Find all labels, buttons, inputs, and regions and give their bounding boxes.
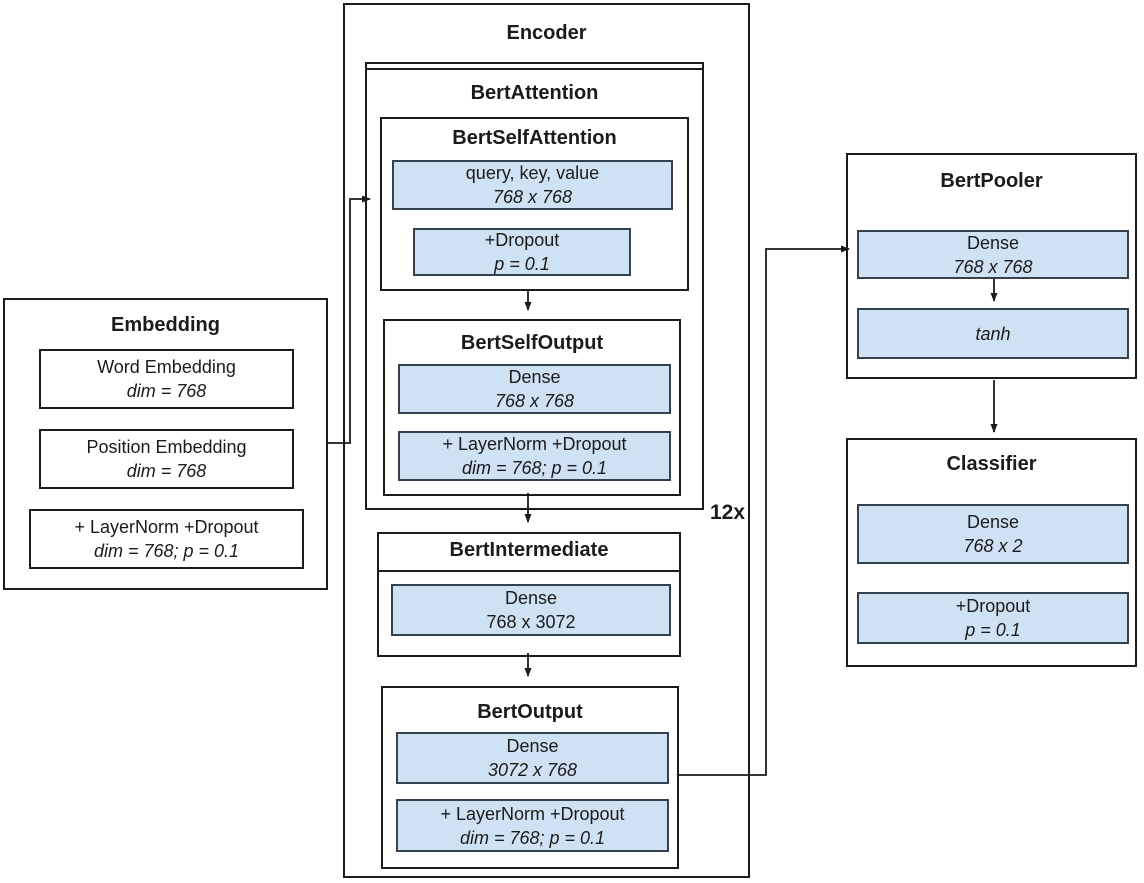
embedding-layernorm-params: dim = 768; p = 0.1 <box>93 541 240 561</box>
bert-output-title: BertOutput <box>477 701 583 723</box>
bert-self-output-box: BertSelfOutput Dense 768 x 768 + LayerNo… <box>383 319 681 496</box>
bert-self-attention-box: BertSelfAttention query, key, value 768 … <box>380 117 689 291</box>
classifier-dropout-node: +Dropout p = 0.1 <box>857 592 1129 644</box>
embedding-layernorm-label: + LayerNorm +Dropout <box>74 517 259 537</box>
classifier-dropout-label: +Dropout <box>955 596 1031 616</box>
bert-intermediate-title: BertIntermediate <box>449 539 609 561</box>
qkv-shape: 768 x 768 <box>492 187 573 207</box>
bert-self-attention-title: BertSelfAttention <box>452 127 617 149</box>
self-output-dense-node: Dense 768 x 768 <box>398 364 671 414</box>
pooler-dense-shape: 768 x 768 <box>953 256 1033 277</box>
bert-attention-title: BertAttention <box>470 82 599 104</box>
bert-intermediate-title-bar: BertIntermediate <box>379 534 679 572</box>
bert-output-box: BertOutput Dense 3072 x 768 + LayerNorm … <box>381 686 679 869</box>
word-embedding-dim: dim = 768 <box>126 381 207 401</box>
intermediate-dense-shape: 768 x 3072 <box>486 612 576 632</box>
position-embedding-label: Position Embedding <box>86 437 247 457</box>
bert-self-output-title: BertSelfOutput <box>460 332 604 354</box>
classifier-dense-label: Dense <box>966 512 1020 532</box>
output-dense-label: Dense <box>506 736 559 756</box>
bert-intermediate-box: BertIntermediate Dense 768 x 3072 <box>377 532 681 657</box>
bert-pooler-title: BertPooler <box>940 170 1043 192</box>
self-output-layernorm-params: dim = 768; p = 0.1 <box>461 458 608 478</box>
classifier-title: Classifier <box>946 453 1037 475</box>
output-dense-shape: 3072 x 768 <box>487 760 578 780</box>
bert-attention-box: BertAttention BertSelfAttention query, k… <box>365 62 704 510</box>
intermediate-dense-label: Dense <box>504 588 558 608</box>
word-embedding-node: Word Embedding dim = 768 <box>39 349 294 409</box>
pooler-dense-node: Dense 768 x 768 <box>857 230 1129 279</box>
self-attention-dropout-node: +Dropout p = 0.1 <box>413 228 631 276</box>
classifier-dropout-p: p = 0.1 <box>965 620 1021 640</box>
pooler-dense-label: Dense <box>966 232 1020 253</box>
encoder-group-box: Encoder BertAttention BertSelfAttention … <box>343 3 750 878</box>
output-dense-node: Dense 3072 x 768 <box>396 732 669 784</box>
classifier-dense-node: Dense 768 x 2 <box>857 504 1129 564</box>
embedding-title: Embedding <box>111 314 220 336</box>
self-attention-dropout-label: +Dropout <box>484 230 560 250</box>
encoder-title: Encoder <box>506 22 587 44</box>
position-embedding-dim: dim = 768 <box>126 461 207 481</box>
output-layernorm-node: + LayerNorm +Dropout dim = 768; p = 0.1 <box>396 799 669 852</box>
embedding-layernorm-node: + LayerNorm +Dropout dim = 768; p = 0.1 <box>29 509 304 569</box>
classifier-box: Classifier Dense 768 x 2 +Dropout p = 0.… <box>846 438 1137 667</box>
output-layernorm-label: + LayerNorm +Dropout <box>440 803 625 824</box>
intermediate-dense-node: Dense 768 x 3072 <box>391 584 671 636</box>
embedding-group-box: Embedding Word Embedding dim = 768 Posit… <box>3 298 328 590</box>
repeat-count-label: 12x <box>710 501 746 524</box>
output-layernorm-params: dim = 768; p = 0.1 <box>459 827 606 848</box>
classifier-dense-shape: 768 x 2 <box>963 536 1023 556</box>
pooler-tanh-node: tanh <box>857 308 1129 359</box>
word-embedding-label: Word Embedding <box>97 357 236 377</box>
self-output-dense-shape: 768 x 768 <box>494 391 575 411</box>
qkv-label: query, key, value <box>465 163 600 183</box>
self-output-layernorm-node: + LayerNorm +Dropout dim = 768; p = 0.1 <box>398 431 671 481</box>
self-output-dense-label: Dense <box>508 367 561 387</box>
qkv-node: query, key, value 768 x 768 <box>392 160 673 210</box>
self-attention-dropout-p: p = 0.1 <box>494 254 550 274</box>
position-embedding-node: Position Embedding dim = 768 <box>39 429 294 489</box>
self-output-layernorm-label: + LayerNorm +Dropout <box>442 434 627 454</box>
bert-pooler-box: BertPooler Dense 768 x 768 tanh <box>846 153 1137 379</box>
pooler-tanh-label: tanh <box>975 323 1011 344</box>
